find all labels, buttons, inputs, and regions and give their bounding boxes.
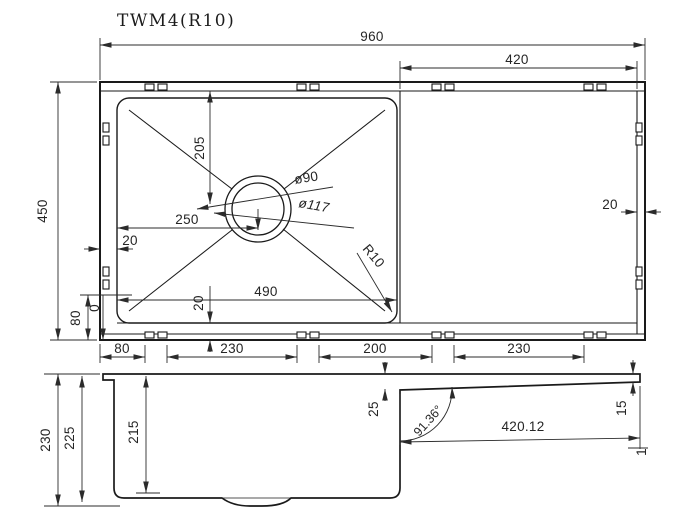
dim-deck-drop-front: 25 [366,401,381,417]
dim-bowl-depth: 215 [126,420,141,443]
dim-rim-left: 20 [122,233,138,248]
dim-clip-spacing-2: 230 [220,341,243,356]
drawing-title: TWM4(R10) [117,11,235,31]
dim-drain-inner-dia: ø90 [293,168,319,187]
mounting-clips [102,83,643,339]
drain-inner-circle [231,182,285,236]
dim-height-outer: 225 [62,426,77,449]
dim-height-total: 230 [38,428,53,451]
section-outline [102,373,641,507]
dim-drain-offset-top: 205 [192,136,207,159]
section-view [102,373,641,507]
dim-drainer-width: 420 [505,52,528,67]
dim-clip-spacing-3: 200 [363,341,386,356]
dim-drain-offset-left: 250 [175,212,198,227]
dim-deck-angle: 91.36° [411,403,446,439]
dim-overall-width: 960 [360,29,383,44]
dim-deck-length: 420.12 [501,419,544,434]
dim-overall-depth: 450 [35,199,50,222]
bowl-diagonal-top-right [283,109,386,190]
drain-outer-circle [224,175,292,243]
dim-clip-spacing-4: 230 [507,341,530,356]
dim-deck-drop-rear: 15 [614,400,629,416]
dim-edge-lip: 1 [634,448,649,456]
dim-edge-offset-a: 80 [68,310,83,326]
dim-bowl-width: 490 [254,284,277,299]
dim-drain-outer-dia: ø117 [297,195,330,215]
dim-corner-radius: R10 [360,241,388,270]
bowl-opening [116,97,398,324]
dim-rim-bottom: 20 [191,295,206,311]
section-view-dimensions: 230 225 215 25 91.36° 420.12 15 1 [38,360,649,507]
dim-edge-offset-b: 0 [87,304,102,312]
bowl-diagonal-top-left [128,109,233,190]
top-view-dimensions: 960 420 450 205 250 20 20 490 20 8 [35,29,661,363]
dim-rim-right: 20 [602,197,618,212]
dim-clip-spacing-1: 80 [114,341,130,356]
top-view [99,81,646,341]
bowl-diagonal-bottom-left [128,229,233,312]
